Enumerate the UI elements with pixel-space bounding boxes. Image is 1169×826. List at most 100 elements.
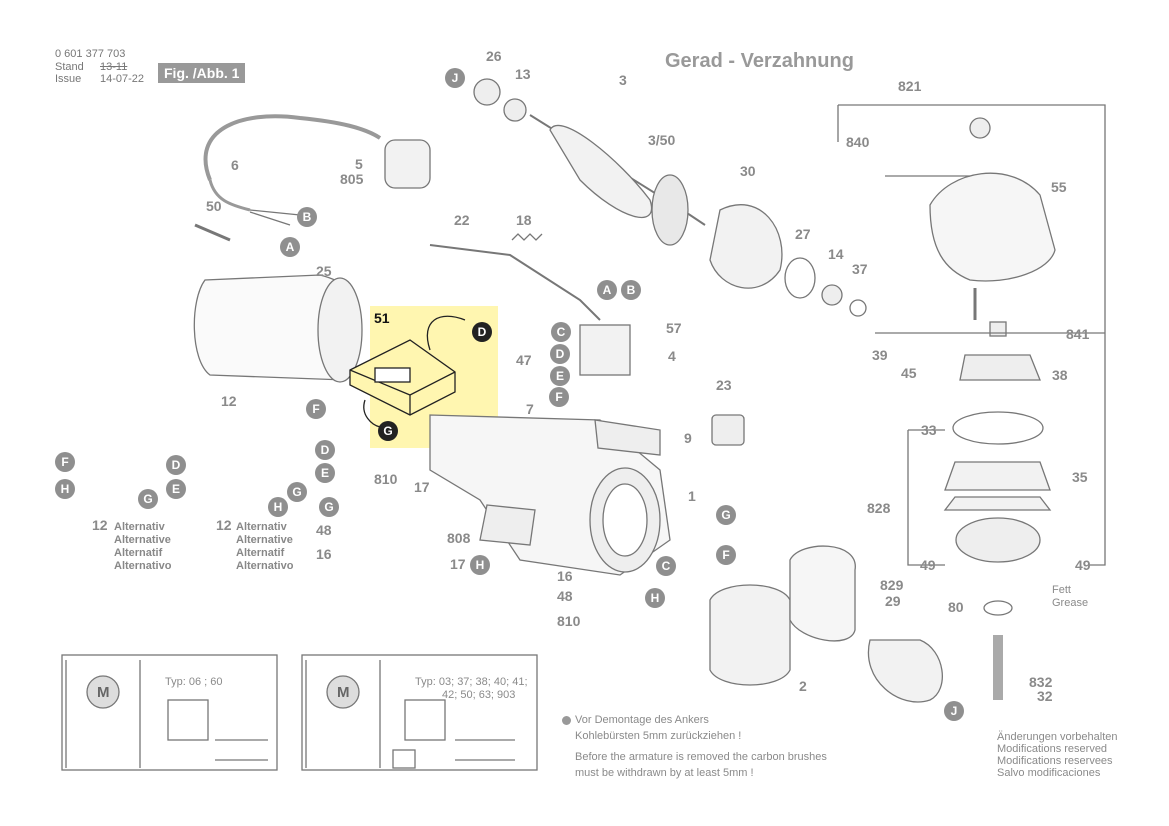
marker-H: H <box>268 497 288 517</box>
part-label: 38 <box>1052 367 1068 383</box>
note-de-line2: Kohlebürsten 5mm zurückziehen ! <box>575 730 742 742</box>
part-label: 12 <box>216 517 232 533</box>
armature-3 <box>529 114 706 246</box>
part-label: 829 <box>880 577 904 593</box>
marker-E: E <box>166 479 186 499</box>
part-label: 27 <box>795 226 811 242</box>
motor-symbol-1: M <box>97 684 110 701</box>
part-label: 12 <box>92 517 108 533</box>
part-label: 26 <box>486 48 502 64</box>
part-label: 51 <box>374 310 390 326</box>
marker-G: G <box>319 497 339 517</box>
disclaimer-en: Modifications reserved <box>997 743 1108 755</box>
part-number: 0 601 377 703 <box>55 48 126 60</box>
marker-B: B <box>621 280 641 300</box>
note-bullet <box>562 716 571 725</box>
part-label: 57 <box>666 320 682 336</box>
disclaimer-fr: Modifications reservees <box>997 755 1113 767</box>
part-label: 23 <box>716 377 732 393</box>
part-label: 16 <box>316 546 332 562</box>
marker-E: E <box>315 463 335 483</box>
part-label: 55 <box>1051 179 1067 195</box>
stand-date: 13-11 <box>100 61 128 73</box>
alternativ-label-2: Alternativ Alternative Alternatif Altern… <box>236 521 294 572</box>
electronic-module-51 <box>349 315 466 428</box>
figure-label: Fig. /Abb. 1 <box>158 63 246 83</box>
issue-date: 14-07-22 <box>100 73 145 85</box>
marker-J: J <box>445 68 465 88</box>
wiring-type-2-line1: Typ: 03; 37; 38; 40; 41; <box>415 676 528 688</box>
part-label: 32 <box>1037 688 1053 704</box>
part-label: 16 <box>557 568 573 584</box>
note-de-line1: Vor Demontage des Ankers <box>575 714 709 726</box>
part-label: 828 <box>867 500 891 516</box>
part-label: 22 <box>454 212 470 228</box>
note-en-line2: must be withdrawn by at least 5mm ! <box>575 767 754 779</box>
part-label: 5 <box>355 156 363 172</box>
wiring-type-2-line2: 42; 50; 63; 903 <box>442 689 516 701</box>
marker-F: F <box>549 387 569 407</box>
part-label: 39 <box>872 347 888 363</box>
switch-4 <box>579 324 631 376</box>
part-label: 25 <box>316 263 332 279</box>
part-label: 12 <box>221 393 237 409</box>
part-label: 1 <box>688 488 696 504</box>
marker-F: F <box>55 452 75 472</box>
grease-label-de: Fett <box>1052 584 1071 596</box>
motor-symbol-2: M <box>337 684 350 701</box>
part-label: 2 <box>799 678 807 694</box>
part-label: 14 <box>828 246 844 262</box>
part-label: 35 <box>1072 469 1088 485</box>
marker-C: C <box>551 322 571 342</box>
switch-rod-22 <box>429 244 601 321</box>
alternativ-label-1: Alternativ Alternative Alternatif Altern… <box>114 521 172 572</box>
part-label: 48 <box>557 588 573 604</box>
power-cable <box>203 114 382 181</box>
fan-30 <box>709 204 783 289</box>
disclaimer-de: Änderungen vorbehalten <box>997 731 1118 743</box>
part-label: 808 <box>447 530 471 546</box>
part-label: 3/50 <box>648 132 676 148</box>
part-label: 29 <box>885 593 901 609</box>
marker-H: H <box>470 555 490 575</box>
marker-F: F <box>716 545 736 565</box>
wiring-diagram-1 <box>61 654 278 771</box>
gear-head-821 <box>929 117 1056 700</box>
part-label: 810 <box>374 471 398 487</box>
part-label: 805 <box>340 171 364 187</box>
marker-H: H <box>645 588 665 608</box>
part-label: 7 <box>526 401 534 417</box>
marker-D: D <box>315 440 335 460</box>
part-label: 3 <box>619 72 627 88</box>
wiring-diagram-2 <box>301 654 538 771</box>
disclaimer-es: Salvo modificaciones <box>997 767 1101 779</box>
part-label: 9 <box>684 430 692 446</box>
guard-829 <box>867 639 943 703</box>
part-label: 48 <box>316 522 332 538</box>
part-label: 80 <box>948 599 964 615</box>
part-label: 49 <box>1075 557 1091 573</box>
marker-B: B <box>297 207 317 227</box>
marker-A: A <box>280 237 300 257</box>
issue-label: Issue <box>55 73 82 85</box>
marker-G-highlighted: G <box>378 421 398 441</box>
part-label: 47 <box>516 352 532 368</box>
marker-D: D <box>166 455 186 475</box>
part-label: 17 <box>450 556 466 572</box>
marker-A: A <box>597 280 617 300</box>
marker-F: F <box>306 399 326 419</box>
part-label: 832 <box>1029 674 1053 690</box>
plug <box>384 139 431 189</box>
marker-E: E <box>550 366 570 386</box>
part-label: 37 <box>852 261 868 277</box>
part-label: 30 <box>740 163 756 179</box>
part-label: 810 <box>557 613 581 629</box>
part-label: 45 <box>901 365 917 381</box>
stand-label: Stand <box>55 61 84 73</box>
part-label: 17 <box>414 479 430 495</box>
part-label: 821 <box>898 78 922 94</box>
wiring-type-1: Typ: 06 ; 60 <box>165 676 223 688</box>
note-en-line1: Before the armature is removed the carbo… <box>575 751 827 763</box>
part-label: 50 <box>206 198 222 214</box>
